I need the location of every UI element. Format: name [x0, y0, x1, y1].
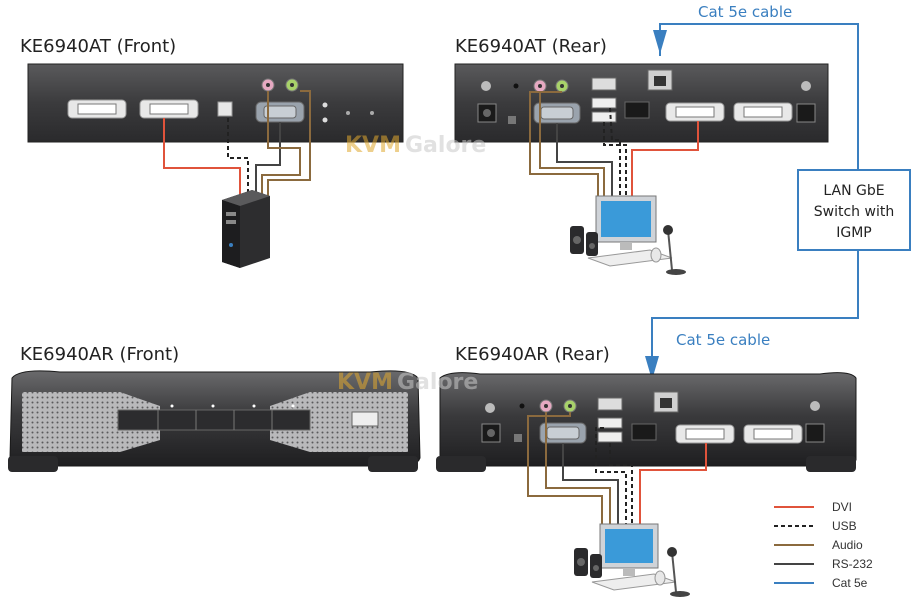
title-rx-front: KE6940AR (Front): [20, 344, 179, 365]
legend-cat5e: Cat 5e: [832, 576, 868, 590]
usb-port-icon: [591, 97, 617, 109]
dvi-port-icon: [67, 99, 127, 119]
rx-rear-cables: [527, 412, 707, 525]
dvi-port-icon: [743, 424, 803, 444]
dvi-port-icon: [733, 102, 793, 122]
dvi-port-icon: [665, 102, 725, 122]
hdmi-port-icon: [597, 397, 623, 411]
ground-screw-icon: [485, 403, 495, 413]
legend-rs232: RS-232: [832, 557, 873, 571]
watermark-kvm: KVM: [345, 133, 401, 158]
usb-b-port-icon: [217, 101, 233, 117]
switch-line-3: IGMP: [836, 225, 872, 241]
watermark-top: KVM Galore: [345, 133, 486, 158]
power-jack-icon: [805, 423, 825, 443]
hdmi-port-icon: [591, 77, 617, 91]
legend: DVI USB Audio RS-232 Cat 5e: [774, 500, 873, 590]
ke6940at-rear-device: [454, 63, 829, 143]
tx-front-cables: [163, 90, 311, 200]
console-workstation-icon: [574, 523, 690, 597]
ke6940at-front-device: [27, 63, 404, 143]
legend-dvi: DVI: [832, 500, 852, 514]
usb-port-icon: [597, 417, 623, 429]
power-jack-icon: [796, 103, 816, 123]
tx-rear-cables: [529, 91, 699, 200]
dvi-port-icon: [675, 424, 735, 444]
pc-tower-icon: [222, 190, 270, 268]
title-tx-front: KE6940AT (Front): [20, 36, 176, 57]
switch-line-2: Switch with: [814, 204, 894, 220]
ground-screw-icon: [481, 81, 491, 91]
lan-switch-box: LAN GbE Switch with IGMP: [797, 169, 911, 251]
watermark-galore: Galore: [405, 133, 486, 158]
title-rx-rear: KE6940AR (Rear): [455, 344, 610, 365]
legend-audio: Audio: [832, 538, 863, 552]
rs232-port-icon: [533, 102, 581, 124]
ke6940ar-rear-device: [436, 372, 857, 472]
watermark-kvm: KVM: [337, 370, 393, 395]
sfp-port-icon: [631, 423, 657, 441]
usb-port-icon: [597, 431, 623, 443]
rs232-port-icon: [255, 101, 305, 123]
cable-label-top: Cat 5e cable: [698, 3, 792, 21]
sfp-port-icon: [624, 101, 650, 119]
cat5e-links: [645, 23, 859, 380]
dvi-port-icon: [139, 99, 199, 119]
usb-port-icon: [591, 111, 617, 123]
cable-label-middle: Cat 5e cable: [676, 331, 770, 349]
title-tx-rear: KE6940AT (Rear): [455, 36, 607, 57]
usb-port-icon: [351, 411, 379, 427]
rs232-port-icon: [539, 422, 587, 444]
switch-line-1: LAN GbE: [823, 183, 884, 199]
console-workstation-icon: [570, 195, 686, 275]
watermark-galore: Galore: [397, 370, 478, 395]
watermark-middle: KVM Galore: [337, 370, 478, 395]
legend-usb: USB: [832, 519, 857, 533]
ke6940ar-front-device: [8, 370, 421, 472]
